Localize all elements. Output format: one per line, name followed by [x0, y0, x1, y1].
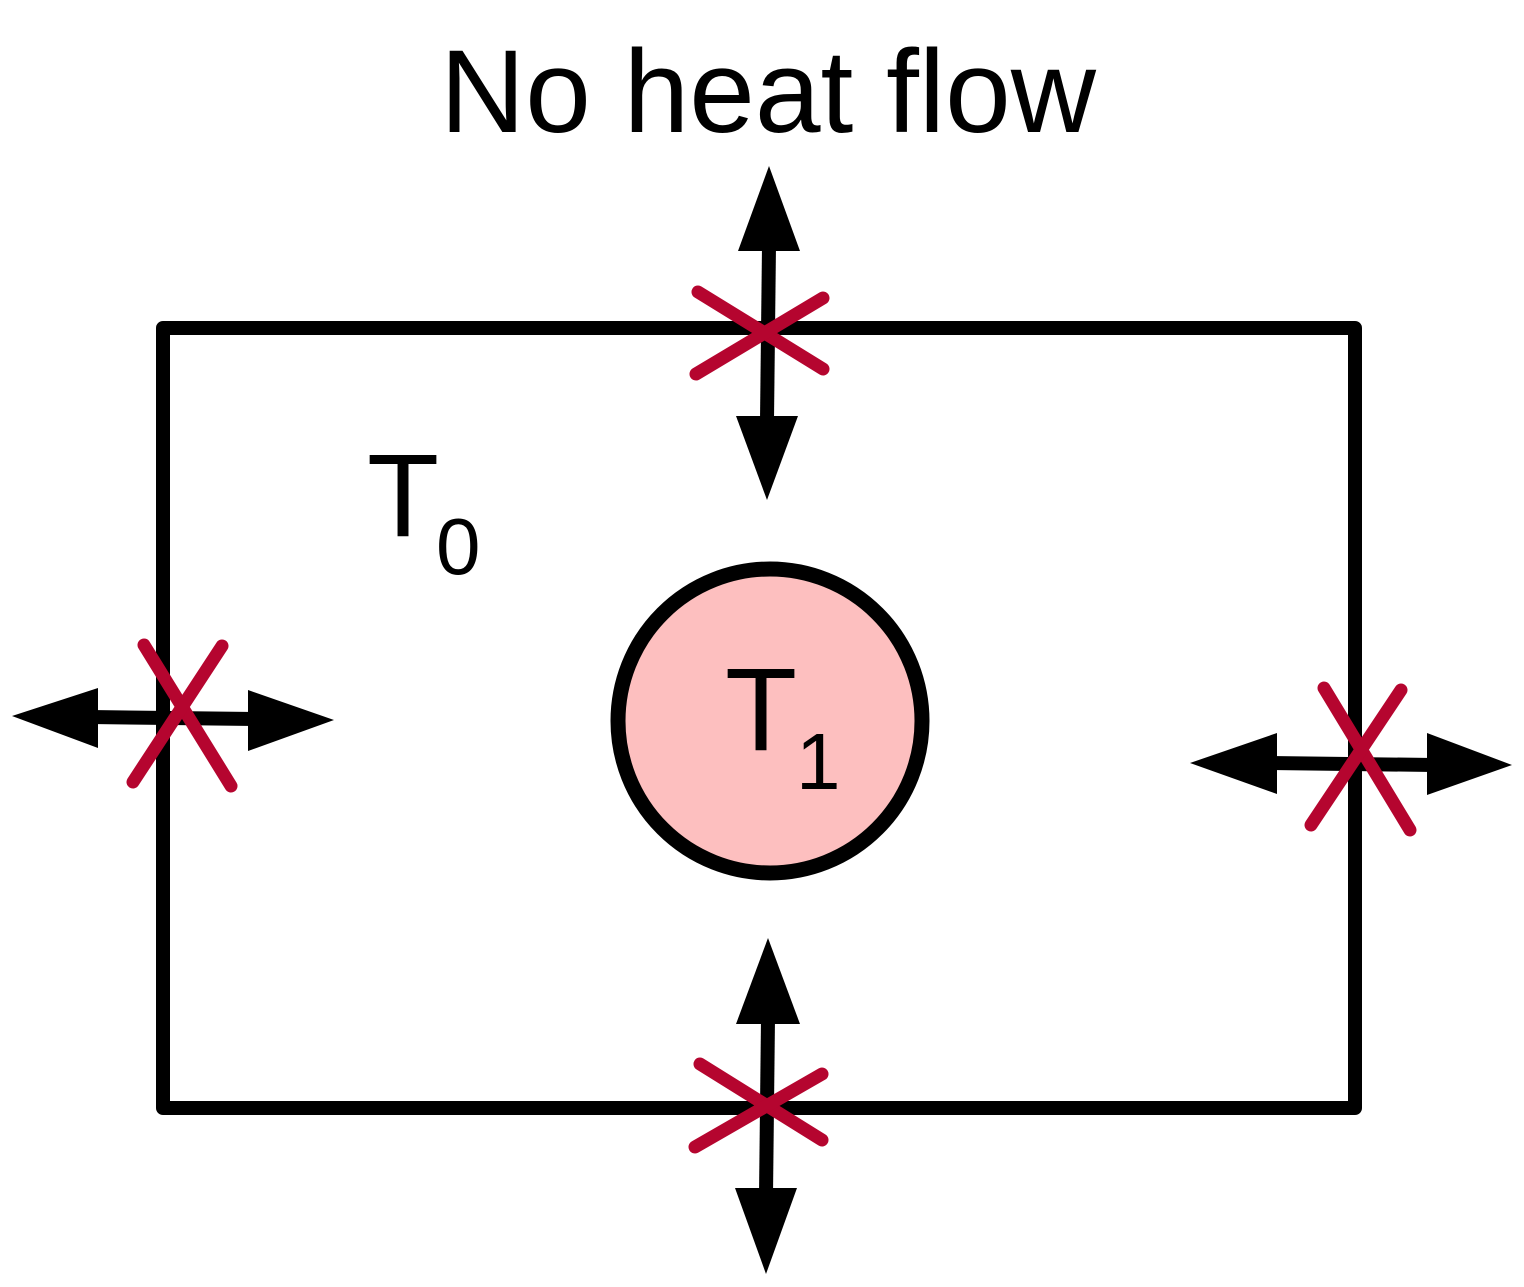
inner-temperature-subscript: 1	[796, 717, 841, 806]
top-cross-mark-icon	[689, 285, 830, 381]
diagram-title: No heat flow	[440, 26, 1097, 158]
inner-temperature-label: T 1	[725, 644, 841, 806]
top-arrow-head-up	[738, 166, 800, 251]
bottom-arrow-head-down	[735, 1188, 797, 1274]
inner-object	[610, 561, 930, 881]
top-arrow-head-down	[736, 416, 798, 500]
left-arrow-head-right	[248, 690, 334, 751]
bottom-arrow-head-up	[736, 938, 800, 1024]
left-cross-mark-icon	[126, 638, 238, 793]
right-arrow-head-left	[1190, 733, 1277, 794]
bottom-cross-mark-icon	[688, 1057, 829, 1154]
outer-temperature-symbol: T	[367, 430, 439, 562]
outer-temperature-subscript: 0	[436, 502, 481, 591]
inner-temperature-symbol: T	[725, 644, 797, 776]
right-arrow-head-right	[1427, 733, 1512, 795]
outer-temperature-label: T 0	[367, 430, 481, 591]
left-arrow-head-left	[12, 688, 98, 748]
right-cross-mark-icon	[1304, 681, 1417, 837]
